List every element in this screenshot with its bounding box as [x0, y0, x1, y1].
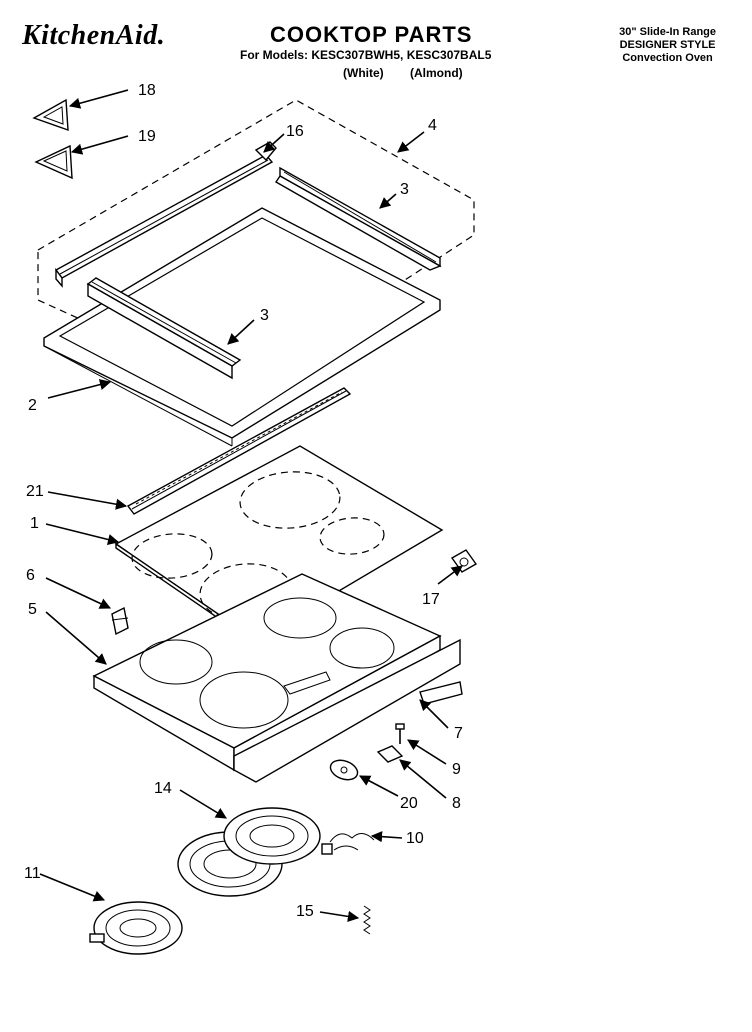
part-17-clip: [450, 549, 478, 573]
part-10-wire-harness: [321, 833, 375, 855]
part-3-side-rail-right: [275, 166, 442, 271]
part-15-spring: [363, 905, 371, 935]
part-2-cooktop-frame: [43, 207, 441, 447]
part-14-dual-element: [177, 807, 321, 897]
callout-15: 15: [296, 903, 314, 920]
part-20-sensor: [329, 759, 359, 781]
callout-20: 20: [400, 795, 418, 812]
page-title: COOKTOP PARTS: [270, 22, 473, 47]
part-18-trim-piece: [32, 98, 69, 132]
color-white-label: (White): [343, 66, 384, 80]
part-11-single-element: [89, 901, 183, 955]
part-3-side-rail-front: [86, 277, 242, 380]
callout-17: 17: [422, 591, 440, 608]
part-19-trim-piece: [34, 144, 73, 180]
callout-4: 4: [428, 117, 437, 134]
callout-10: 10: [406, 830, 424, 847]
callout-11: 11: [24, 865, 41, 882]
callout-2: 2: [28, 397, 37, 414]
style-name: DESIGNER STYLE: [619, 39, 716, 51]
part-21-gasket-strip: [126, 387, 352, 515]
brand-logo: KitchenAid.: [22, 20, 166, 51]
callout-3-lower: 3: [260, 307, 269, 324]
callout-14: 14: [154, 780, 172, 797]
part-5-burner-box: [92, 573, 461, 783]
part-6-bracket: [111, 606, 129, 636]
callout-18: 18: [138, 82, 156, 99]
callout-leaders: [39, 89, 463, 922]
callout-9: 9: [452, 761, 461, 778]
model-info: 30" Slide-In Range DESIGNER STYLE Convec…: [619, 26, 716, 65]
callout-19: 19: [138, 128, 156, 145]
oven-type: Convection Oven: [622, 52, 713, 64]
callout-5: 5: [28, 601, 37, 618]
callout-16: 16: [286, 123, 304, 140]
callout-6: 6: [26, 567, 35, 584]
callout-7: 7: [454, 725, 463, 742]
part-8-switch: [376, 745, 404, 763]
range-type: 30" Slide-In Range: [619, 26, 716, 38]
models-line: For Models: KESC307BWH5, KESC307BAL5: [240, 48, 492, 62]
callout-8: 8: [452, 795, 461, 812]
callout-labels: 18 19 16 4 3 3 2 21 1 6 5 17 7 9 20 8 14…: [24, 82, 463, 920]
color-almond-label: (Almond): [410, 66, 463, 80]
callout-1: 1: [30, 515, 39, 532]
part-9-screw: [395, 723, 405, 744]
callout-3-upper: 3: [400, 181, 409, 198]
part-7-control-strip: [419, 681, 463, 705]
callout-21: 21: [26, 483, 44, 500]
